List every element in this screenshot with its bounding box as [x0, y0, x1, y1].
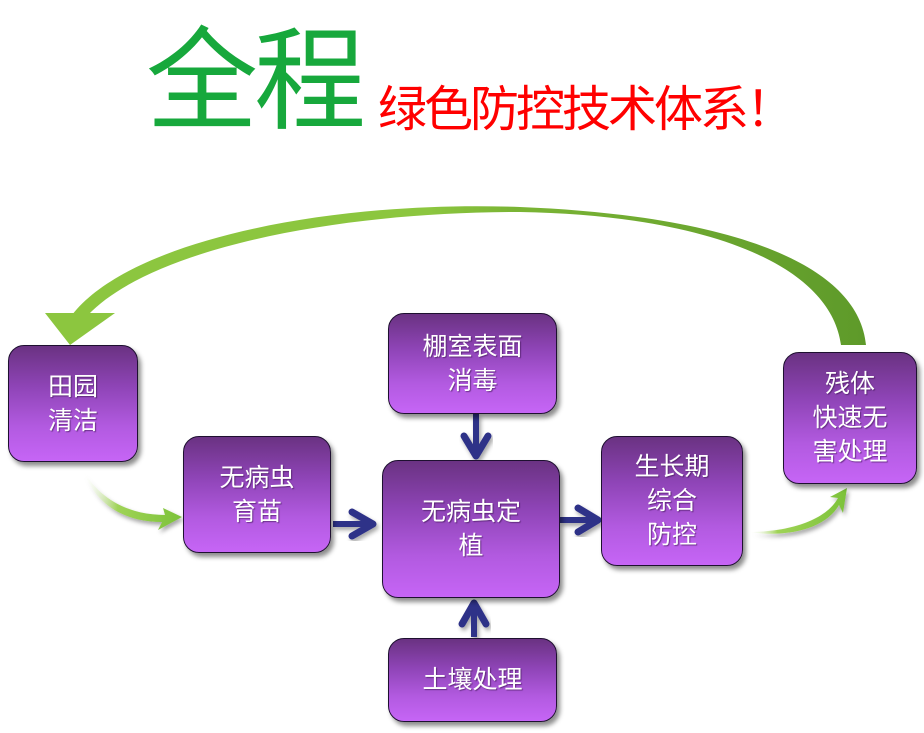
node-field-cleaning: 田园 清洁 — [8, 345, 138, 462]
title-highlight-text: 全程 — [146, 17, 366, 147]
title-rest-text: 绿色防控技术体系！ — [378, 81, 795, 138]
node-greenhouse-disinfection: 棚室表面 消毒 — [388, 313, 557, 414]
node-label: 无病虫定 植 — [420, 497, 521, 560]
node-growth-control: 生长期 综合 防控 — [601, 436, 743, 566]
node-label: 无病虫 育苗 — [219, 462, 295, 526]
node-label: 土壤处理 — [422, 665, 523, 694]
title-highlight: 全程 — [146, 17, 366, 147]
green-arrow-growth-to-residue — [748, 488, 847, 534]
node-label: 棚室表面 消毒 — [422, 331, 523, 395]
node-planting: 无病虫定 植 — [382, 460, 560, 598]
node-label: 田园 清洁 — [47, 371, 98, 435]
blue-arrow-planting-to-growth — [560, 504, 602, 536]
blue-arrow-soil-to-planting — [458, 599, 490, 637]
green-arrow-cleaning-to-seedling — [83, 470, 182, 530]
node-seedling: 无病虫 育苗 — [183, 436, 331, 553]
cycle-arrow — [45, 206, 866, 345]
title-rest: 绿色防控技术体系！ — [378, 80, 795, 140]
node-residue-treatment: 残体 快速无 害处理 — [783, 352, 917, 484]
node-label: 生长期 综合 防控 — [634, 452, 710, 549]
blue-arrow-seedling-to-planting — [333, 508, 377, 540]
node-label: 残体 快速无 害处理 — [812, 369, 888, 466]
blue-arrow-disinfection-to-planting — [460, 414, 492, 460]
cycle-arrow-head — [45, 313, 115, 345]
node-soil-treatment: 土壤处理 — [388, 638, 557, 722]
